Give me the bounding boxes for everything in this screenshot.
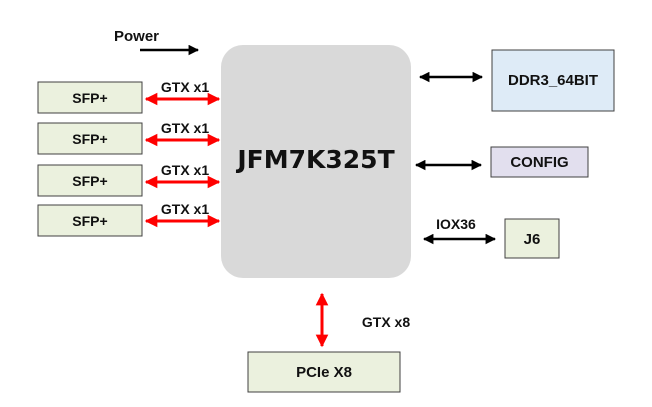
j6-label: J6	[524, 231, 541, 248]
sfp-box-1-label: SFP+	[72, 90, 107, 106]
pcie-box	[247, 351, 401, 393]
sfp-link-2-label: GTX x1	[161, 120, 209, 136]
pcie-label: PCIe X8	[296, 364, 352, 381]
sfp-box-3-label: SFP+	[72, 173, 107, 189]
sfp-link-3: SFP+ GTX x1	[37, 162, 221, 197]
j6-link-label: IOX36	[436, 216, 476, 232]
ddr-link: DDR3_64BIT	[418, 49, 615, 112]
sfp-link-2: SFP+ GTX x1	[37, 120, 221, 155]
j6-link: IOX36 J6	[422, 216, 560, 259]
sfp-link-3-label: GTX x1	[161, 162, 209, 178]
sfp-link-1: SFP+ GTX x1	[37, 79, 221, 114]
sfp-box-2-label: SFP+	[72, 131, 107, 147]
sfp-box-3	[37, 164, 143, 197]
pcie-link-label: GTX x8	[362, 314, 410, 330]
config-box	[490, 146, 589, 178]
sfp-link-4: SFP+ GTX x1	[37, 201, 221, 237]
sfp-link-1-label: GTX x1	[161, 79, 209, 95]
ddr-label: DDR3_64BIT	[508, 72, 598, 89]
fpga-block: JFM7K325T	[221, 45, 411, 278]
j6-box	[504, 218, 560, 259]
sfp-link-4-label: GTX x1	[161, 201, 209, 217]
sfp-box-4	[37, 204, 143, 237]
sfp-box-4-label: SFP+	[72, 213, 107, 229]
pcie-link: GTX x8 PCIe X8	[247, 292, 410, 393]
config-link: CONFIG	[414, 146, 589, 178]
power-input: Power	[114, 28, 200, 56]
fpga-label: JFM7K325T	[235, 145, 394, 174]
fpga-block-shape	[221, 45, 411, 278]
sfp-box-1	[37, 81, 143, 114]
sfp-box-2	[37, 122, 143, 155]
ddr-box	[491, 49, 615, 112]
power-label: Power	[114, 28, 159, 45]
config-label: CONFIG	[510, 154, 568, 171]
